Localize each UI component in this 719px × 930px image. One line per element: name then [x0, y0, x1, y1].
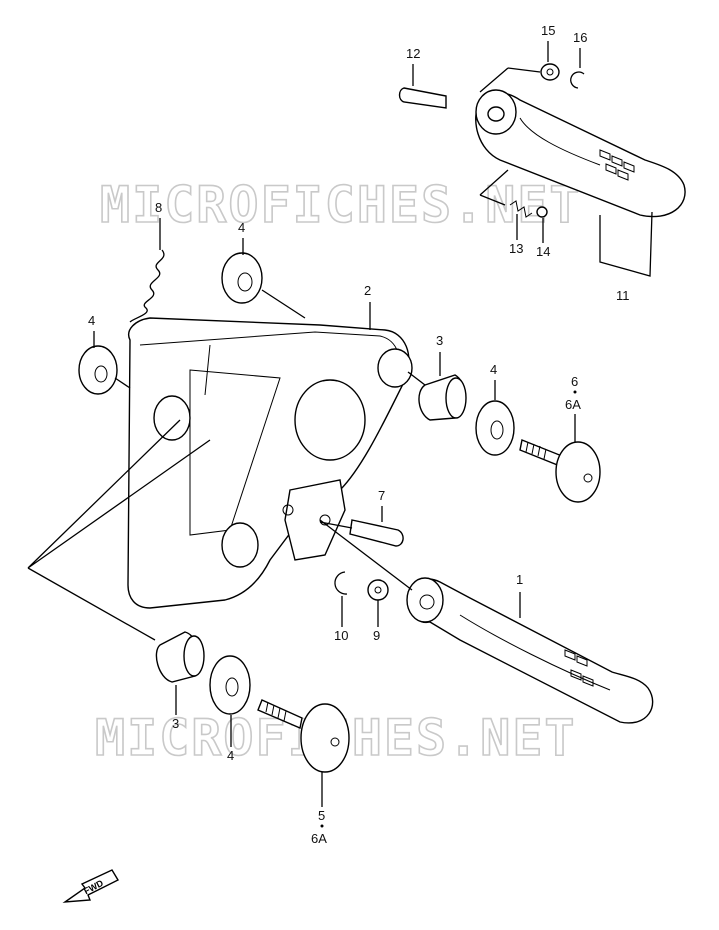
- callout-4-top: 4: [238, 220, 245, 235]
- rear-footpeg-assembly: [398, 63, 686, 277]
- callout-11: 11: [616, 288, 630, 303]
- callouts: 1 2 3 3 4 4 4 4 5 6A 6 6A 7 8 9 10 11 12…: [88, 23, 630, 846]
- callout-16: 16: [573, 30, 587, 45]
- spring-part-8: [129, 249, 165, 323]
- leader-lines: [27, 419, 211, 641]
- clip-part-10: [334, 571, 348, 595]
- callout-dot-upper: [573, 390, 577, 394]
- bolt-part-5: [257, 699, 350, 773]
- front-footpeg: [319, 519, 654, 724]
- callout-13: 13: [509, 241, 523, 256]
- callout-15: 15: [541, 23, 555, 38]
- washer-part-9: [367, 579, 389, 601]
- callout-4-lower: 4: [227, 748, 234, 763]
- callout-4-left: 4: [88, 313, 95, 328]
- callout-8: 8: [155, 200, 162, 215]
- washer-right: [475, 400, 515, 456]
- pin-part-7: [319, 519, 404, 547]
- callout-4-right: 4: [490, 362, 497, 377]
- forward-arrow-icon: FWD: [62, 869, 119, 903]
- callout-6a-lower: 6A: [311, 831, 327, 846]
- bushing-right: [407, 371, 467, 421]
- bolt-part-6: [519, 439, 601, 503]
- callout-6a-upper: 6A: [565, 397, 581, 412]
- callout-10: 10: [334, 628, 348, 643]
- watermark-top: MICROFICHES.NET: [100, 176, 582, 234]
- callout-3-lower: 3: [172, 716, 179, 731]
- washer-left: [78, 345, 131, 395]
- callout-dot-lower: [320, 824, 324, 828]
- callout-1: 1: [516, 572, 523, 587]
- callout-5: 5: [318, 808, 325, 823]
- callout-9: 9: [373, 628, 380, 643]
- callout-2: 2: [364, 283, 371, 298]
- callout-14: 14: [536, 244, 550, 259]
- callout-3-right: 3: [436, 333, 443, 348]
- washer-top-left: [221, 252, 306, 319]
- callout-7: 7: [378, 488, 385, 503]
- washer-lower: [209, 655, 251, 715]
- callout-12: 12: [406, 46, 420, 61]
- footrest-bracket: [127, 317, 413, 609]
- bushing-lower: [155, 631, 205, 683]
- callout-6: 6: [571, 374, 578, 389]
